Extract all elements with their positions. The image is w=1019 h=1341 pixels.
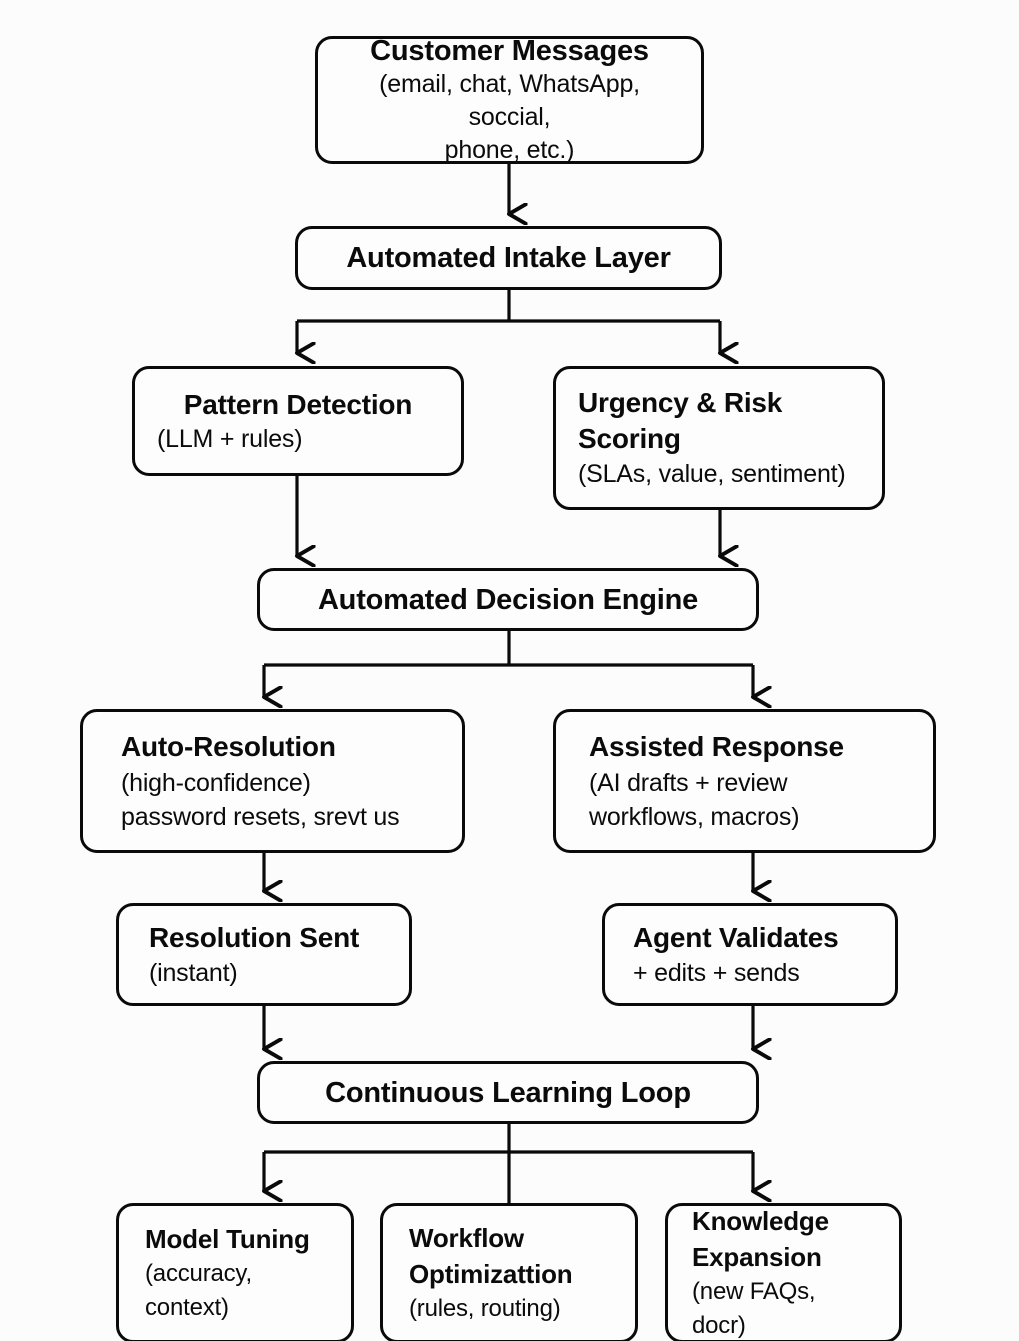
node-subtitle-line-1: (AI drafts + review	[589, 769, 788, 797]
node-model-tuning[interactable]: Model Tuning (accuracy, context)	[116, 1203, 354, 1341]
node-subtitle-line-1: (new FAQs, docr)	[692, 1278, 816, 1339]
node-subtitle-line-2: phone, etc.)	[444, 135, 575, 164]
node-title: Model Tuning	[145, 1224, 310, 1254]
node-subtitle-line-2: context)	[145, 1294, 229, 1321]
node-subtitle-line-1: (email, chat, WhatsApp, soccial,	[379, 69, 640, 131]
node-assisted-response[interactable]: Assisted Response (AI drafts + review wo…	[553, 709, 936, 853]
node-automated-decision-engine[interactable]: Automated Decision Engine	[257, 568, 759, 631]
node-title-line-2: Optimizattion	[409, 1259, 573, 1289]
node-title: Assisted Response	[589, 731, 844, 762]
node-title: Agent Validates	[633, 921, 839, 953]
node-pattern-detection[interactable]: Pattern Detection (LLM + rules)	[132, 366, 464, 476]
node-subtitle-line-2: password resets, srevt us	[121, 803, 400, 831]
node-resolution-sent[interactable]: Resolution Sent (instant)	[116, 903, 412, 1006]
node-subtitle-line-2: workflows, macros)	[589, 803, 800, 831]
node-subtitle-line-1: (instant)	[149, 958, 238, 987]
node-title: Automated Decision Engine	[317, 583, 699, 616]
node-title: Auto-Resolution	[121, 731, 336, 762]
node-title-line-2: Scoring	[578, 423, 681, 454]
node-title-line-2: Expansion	[692, 1242, 822, 1272]
node-subtitle-line-1: (LLM + rules)	[157, 424, 303, 453]
node-title-line-1: Urgency & Risk	[578, 387, 783, 418]
node-title-line-1: Workflow	[409, 1223, 524, 1253]
node-title: Automated Intake Layer	[346, 242, 671, 274]
node-customer-messages[interactable]: Customer Messages (email, chat, WhatsApp…	[315, 34, 704, 164]
node-automated-intake-layer[interactable]: Automated Intake Layer	[295, 226, 722, 290]
node-title: Resolution Sent	[149, 921, 360, 953]
node-urgency-risk-scoring[interactable]: Urgency & Risk Scoring (SLAs, value, sen…	[553, 366, 885, 510]
node-title: Customer Messages	[370, 34, 649, 67]
node-subtitle-line-1: (high-confidence)	[121, 769, 311, 797]
node-title: Continuous Learning Loop	[325, 1076, 691, 1109]
node-subtitle-line-1: (SLAs, value, sentiment)	[578, 460, 846, 488]
node-title-line-1: Knowledge	[692, 1206, 829, 1236]
node-subtitle-line-1: (rules, routing)	[409, 1295, 561, 1322]
node-subtitle-line-1: + edits + sends	[633, 958, 800, 987]
node-continuous-learning-loop[interactable]: Continuous Learning Loop	[257, 1061, 759, 1124]
node-title: Pattern Detection	[183, 388, 413, 420]
node-workflow-optimization[interactable]: Workflow Optimizattion (rules, routing)	[380, 1203, 638, 1341]
node-knowledge-expansion[interactable]: Knowledge Expansion (new FAQs, docr)	[665, 1203, 902, 1341]
node-auto-resolution[interactable]: Auto-Resolution (high-confidence) passwo…	[80, 709, 465, 853]
node-subtitle-line-1: (accuracy,	[145, 1260, 252, 1287]
node-agent-validates[interactable]: Agent Validates + edits + sends	[602, 903, 898, 1006]
